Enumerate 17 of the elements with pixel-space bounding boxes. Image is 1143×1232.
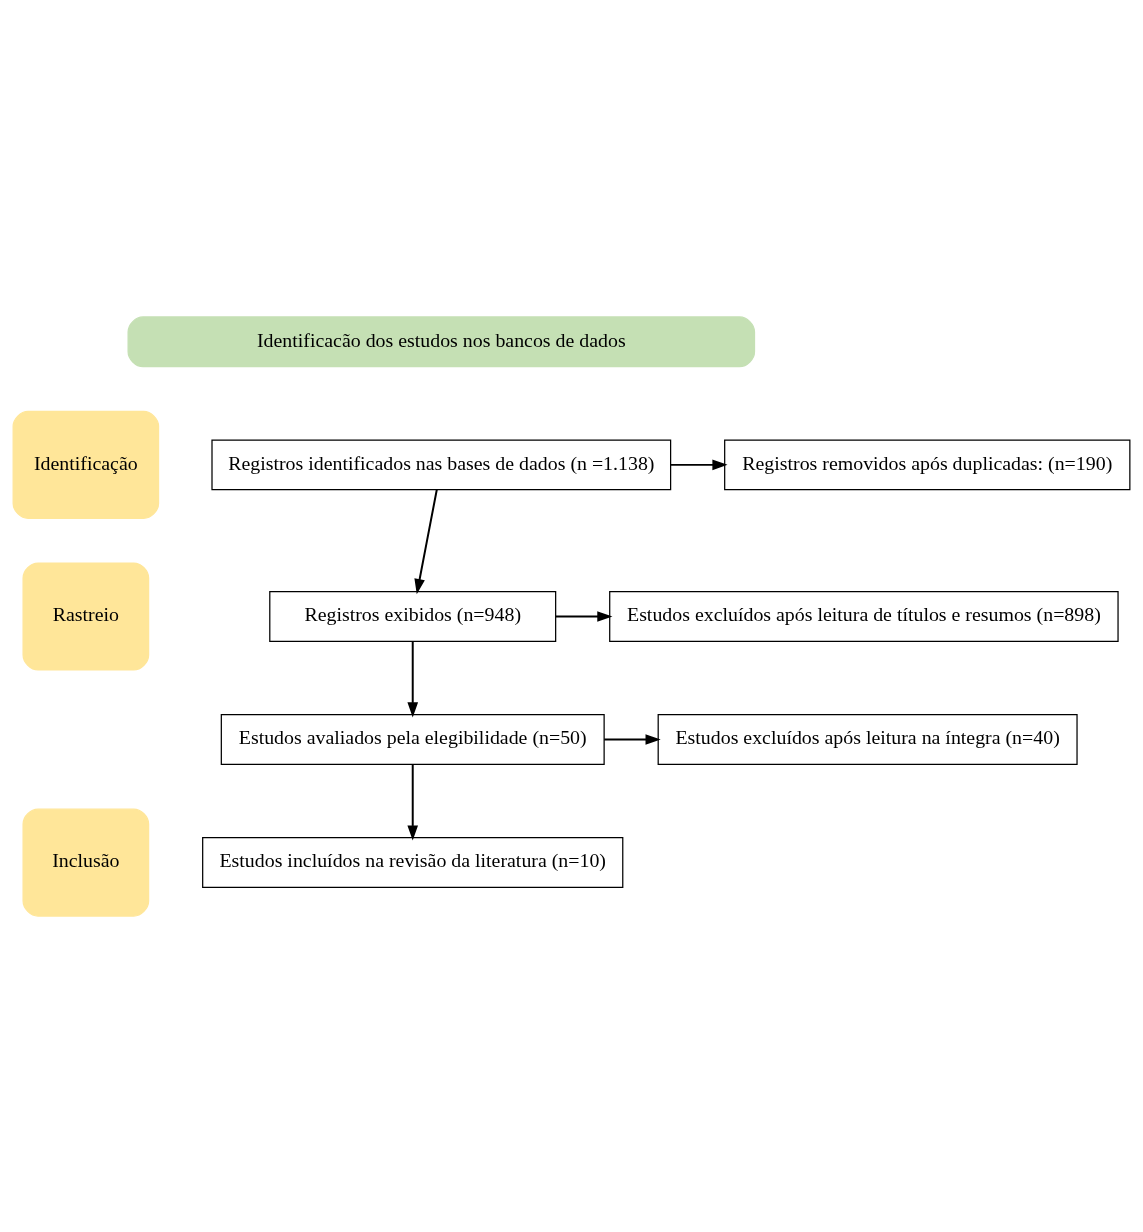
node-box: Registros removidos após duplicadas: (n=190) [724,438,1131,490]
node-box: Estudos excluídos após leitura de títulos e resumos (n=898) [609,590,1119,642]
node-box: Rastreio [22,561,150,671]
node-box: Estudos incluídos na revisão da literatura (n=10) [202,836,624,888]
arrow [407,763,419,841]
node-box: Registros identificados nas bases de dados (n =1.138) [211,438,672,490]
arrow [414,488,438,594]
node-box: Estudos excluídos após leitura na íntegra (n=40) [657,713,1078,765]
arrow [670,459,728,470]
node-box: Estudos avaliados pela elegibilidade (n=50) [220,713,605,765]
node-box: Registros exibidos (n=948) [269,590,557,642]
arrow [603,733,661,745]
node-box: Inclusão [22,808,150,917]
node-box: Identificacão dos estudos nos bancos de dados [127,315,756,367]
node-box: Identificação [12,410,160,519]
arrow [407,640,419,718]
arrow [554,610,613,622]
